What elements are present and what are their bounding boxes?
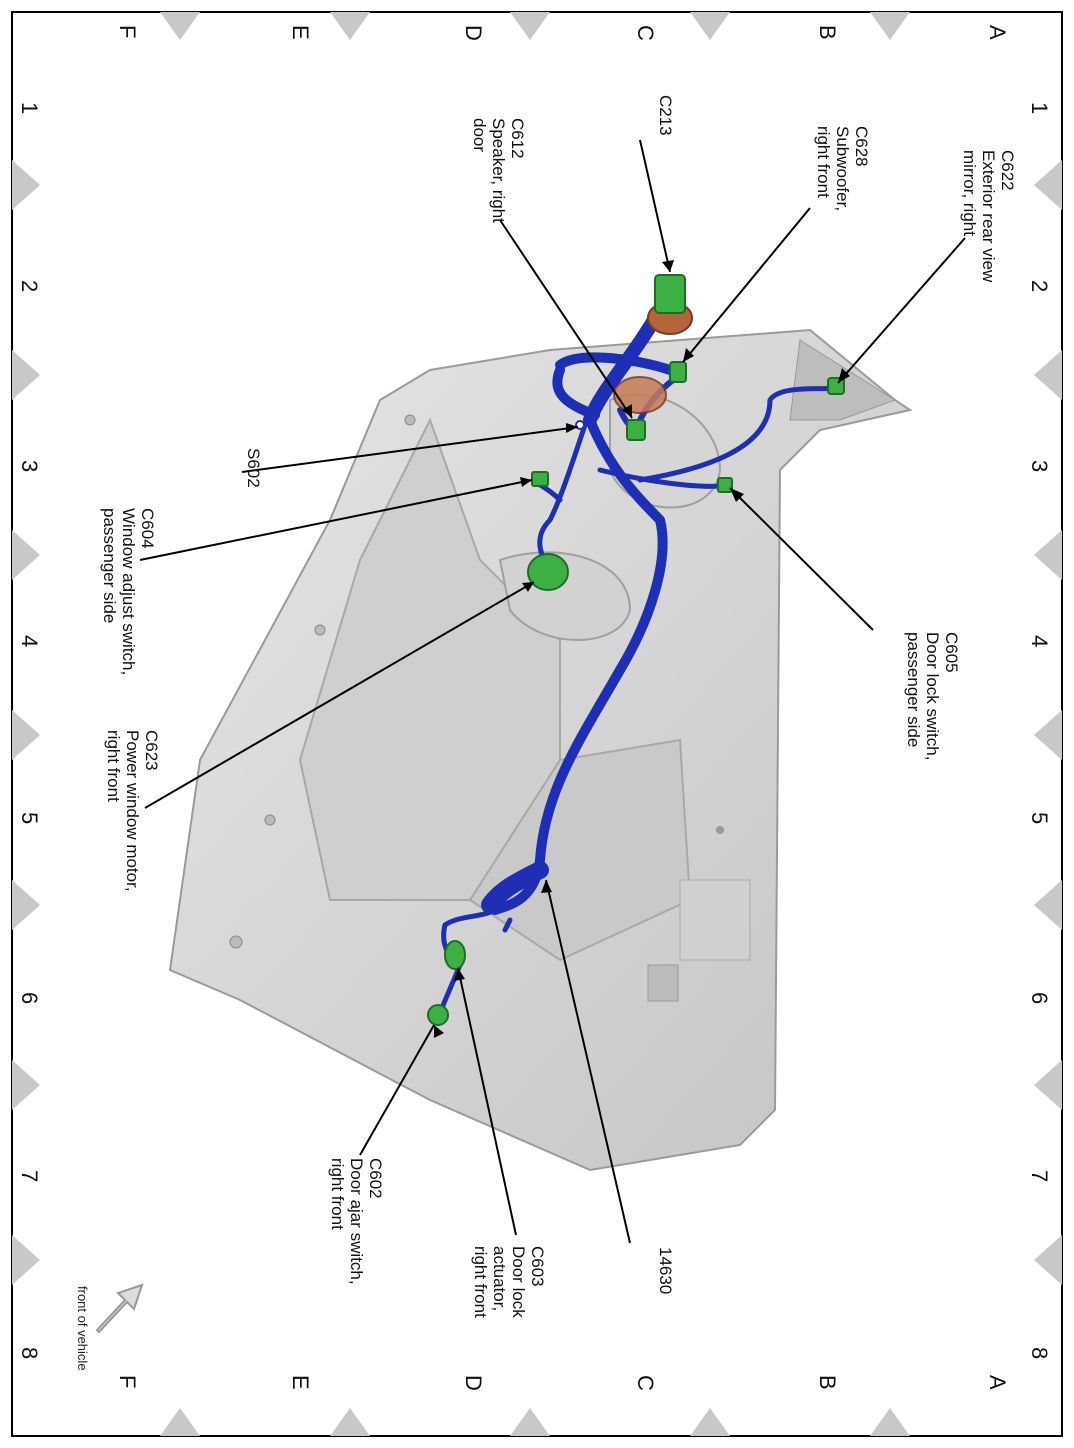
connector-description-label: right front	[328, 1158, 347, 1230]
branch-to-c622	[637, 385, 838, 483]
connectors	[427, 274, 845, 1026]
grid-number-label: 2	[1027, 280, 1052, 292]
front-of-vehicle-label: front of vehicle	[75, 1286, 90, 1371]
grid-letter-label: A	[985, 1375, 1010, 1390]
connector-c612	[626, 419, 646, 441]
grid-number-label: 2	[17, 280, 42, 292]
connector-description-label: Subwoofer,	[833, 126, 852, 211]
connector-c623	[527, 553, 569, 591]
connector-description-label: Door ajar switch,	[347, 1158, 366, 1285]
front-arrow-icon	[95, 1283, 144, 1334]
grid-number-label: 3	[17, 460, 42, 472]
connector-description-label: Power window motor,	[123, 730, 142, 892]
connector-id-label: C628	[852, 126, 871, 167]
grid-number-label: 1	[17, 102, 42, 114]
grid-letter-label: B	[815, 25, 840, 40]
grid-number-label: 6	[17, 992, 42, 1004]
leader-arrowheads	[434, 260, 850, 1038]
grid-letter-label: E	[288, 25, 313, 40]
connector-id-label: C603	[528, 1246, 547, 1287]
grid-letter-label: E	[288, 1375, 313, 1390]
grid-number-label: 4	[1027, 635, 1052, 647]
grid-letter-label: F	[115, 25, 140, 38]
connector-id-label: C612	[508, 118, 527, 159]
connector-c628	[669, 361, 687, 383]
connector-description-label: Door lock	[509, 1246, 528, 1318]
grid-letter-label: D	[461, 25, 486, 41]
connector-id-label: C602	[366, 1158, 385, 1199]
connector-description-label: right front	[104, 730, 123, 802]
grid-number-label: 5	[1027, 812, 1052, 824]
front-of-vehicle-indicator: front of vehicle	[75, 1283, 144, 1371]
border-markers	[12, 12, 1062, 1436]
grid-number-label: 8	[17, 1347, 42, 1359]
connector-id-label: S602	[244, 448, 263, 488]
grid-letter-label: C	[633, 25, 658, 41]
connector-description-label: Window adjust switch,	[119, 508, 138, 675]
grid-number-label: 7	[17, 1170, 42, 1182]
connector-description-label: right front	[814, 126, 833, 198]
connector-c602	[427, 1004, 449, 1026]
connector-c604	[531, 471, 549, 487]
connector-description-label: door	[470, 118, 489, 152]
connector-c213	[654, 274, 686, 314]
grid-number-label: 1	[1027, 102, 1052, 114]
connector-id-label: C213	[656, 95, 675, 136]
connector-description-label: mirror, right	[960, 150, 979, 236]
leader-lines	[139, 139, 966, 1244]
grid-number-label: 5	[17, 812, 42, 824]
grid-number-label: 6	[1027, 992, 1052, 1004]
connector-description-label: passenger side	[100, 508, 119, 623]
connector-description-label: right front	[471, 1246, 490, 1318]
grid-number-label: 3	[1027, 460, 1052, 472]
grid-number-label: 8	[1027, 1347, 1052, 1359]
connector-description-label: Exterior rear view	[979, 150, 998, 283]
connector-description-label: Door lock switch,	[923, 632, 942, 760]
grid-letter-label: D	[461, 1375, 486, 1391]
grid-letter-label: B	[815, 1375, 840, 1390]
panel-cutout	[679, 879, 751, 961]
panel-cutout	[647, 964, 679, 1002]
grid-letter-label: F	[115, 1375, 140, 1388]
connector-description-label: passenger side	[904, 632, 923, 747]
connector-id-label: C604	[138, 508, 157, 549]
connector-id-label: C623	[142, 730, 161, 771]
connector-id-label: 14630	[656, 1247, 675, 1294]
connector-c603	[444, 940, 466, 970]
grid-letter-label: A	[985, 25, 1010, 40]
connector-c605	[717, 477, 733, 493]
grid-number-label: 4	[17, 635, 42, 647]
connector-id-label: C622	[998, 150, 1017, 191]
grid-number-label: 7	[1027, 1170, 1052, 1182]
connector-description-label: Speaker, right	[489, 118, 508, 223]
connector-description-label: actuator,	[490, 1246, 509, 1311]
connector-id-label: C605	[942, 632, 961, 673]
grid-letter-label: C	[633, 1375, 658, 1391]
